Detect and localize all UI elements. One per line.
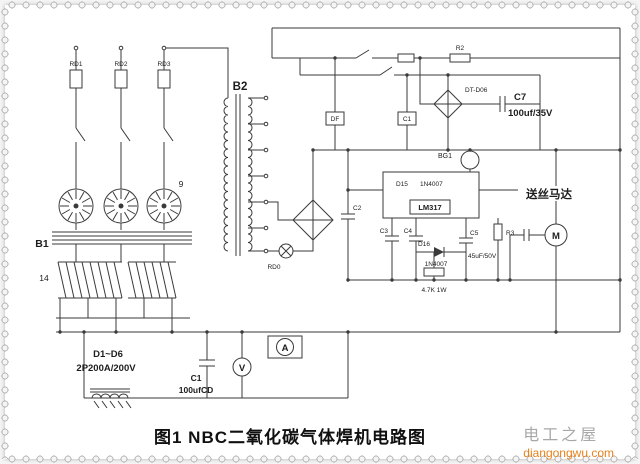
r4-resistor — [423, 267, 445, 277]
label-d15: D15 — [396, 181, 408, 188]
c5-capacitor — [459, 237, 473, 244]
main-bridge-rectifier — [292, 199, 334, 241]
label-c2: C2 — [353, 205, 362, 212]
label-c3: C3 — [380, 228, 389, 235]
label-rectifier-spec: 2P200A/200V — [76, 363, 136, 374]
label-d16-type: 1N4007 — [425, 261, 448, 268]
input-fuse-resistors: RD1 RD2 RD3 — [69, 45, 171, 89]
ammeter: A — [267, 335, 303, 359]
label-d16: D16 — [418, 241, 430, 248]
r2-resistor — [449, 53, 471, 63]
label-c1: C1 — [191, 373, 202, 383]
label-rectifier: D1~D6 — [93, 349, 123, 360]
label-b2: B2 — [233, 81, 248, 93]
junction-dots — [58, 56, 622, 334]
motor-circle — [544, 223, 568, 247]
c4-capacitor — [409, 235, 423, 242]
motor-capacitor — [523, 229, 530, 241]
label-c4: C4 — [404, 228, 413, 235]
b1-regulator-dials: 9 B1 — [35, 179, 183, 250]
voltmeter: V — [232, 357, 252, 377]
label-bg1: BG1 — [438, 153, 452, 160]
label-rd1: RD1 — [69, 61, 82, 68]
control-supply: R2 DT-D06 C7 100uf/35V DF C1 — [325, 45, 553, 126]
label-r4: 4.7K 1W — [422, 287, 448, 294]
label-rd2: RD2 — [114, 61, 127, 68]
c2-capacitor: C2 — [341, 205, 362, 220]
label-relay1: DF — [331, 116, 340, 123]
board-outline — [382, 171, 480, 219]
label-b1: B1 — [35, 238, 49, 250]
c3-capacitor — [385, 235, 399, 242]
bg1-transistor — [460, 150, 480, 170]
wire-feed-motor: M 送丝马达 — [518, 186, 580, 247]
label-regulator: LM317 — [418, 203, 441, 212]
indicator-lamp: RD0 — [267, 243, 294, 271]
label-relay2: C1 — [403, 116, 412, 123]
regulator-board: BG1 D15 1N4007 LM317 — [382, 150, 480, 219]
voltmeter-symbol: V — [239, 363, 246, 374]
figure-caption: 图1 NBC二氧化碳气体焊机电路图 — [153, 428, 426, 447]
b1-secondary-windings: 14 — [39, 261, 177, 299]
label-rd0: RD0 — [267, 264, 280, 271]
output-inductor — [91, 393, 129, 399]
label-aux-bridge: DT-D06 — [465, 87, 488, 94]
b2-transformer: B2 — [223, 81, 269, 256]
label-r2: R2 — [456, 45, 465, 52]
watermark-site-name: 电工之屋 — [523, 427, 600, 445]
label-d15-type: 1N4007 — [420, 181, 443, 188]
label-c5: C5 — [470, 230, 479, 237]
label-dial-position: 9 — [179, 179, 184, 189]
fuse — [397, 53, 415, 63]
label-c5-spec: 45uF/50V — [468, 253, 497, 260]
label-c1-spec: 100ufCD — [179, 385, 213, 395]
lm317-regulator — [409, 199, 451, 215]
filter-components: C3 C4 D16 1N4007 C5 45uF/50V R3 4.7K 1W — [380, 223, 515, 294]
label-motor-name: 送丝马达 — [525, 187, 572, 201]
relay-coil-df — [325, 111, 345, 126]
label-rd3: RD3 — [157, 61, 170, 68]
watermark: 电工之屋 diangongwu.com — [523, 426, 614, 460]
c7-capacitor — [499, 96, 506, 112]
watermark-site-url: diangongwu.com — [523, 445, 614, 460]
r3-resistor — [493, 223, 503, 241]
ammeter-symbol: A — [282, 343, 289, 354]
wiring — [52, 27, 621, 409]
motor-symbol: M — [552, 231, 560, 242]
relay-coil-c1 — [397, 111, 417, 126]
label-winding-turns: 14 — [39, 273, 49, 283]
label-c7-spec: 100uf/35V — [508, 108, 553, 119]
d16-diode — [434, 247, 444, 257]
c1-capacitor: C1 100ufCD — [179, 359, 215, 395]
main-rectifier: D1~D6 2P200A/200V — [76, 349, 136, 374]
label-r3: R3 — [506, 230, 515, 237]
label-c7: C7 — [514, 92, 526, 103]
